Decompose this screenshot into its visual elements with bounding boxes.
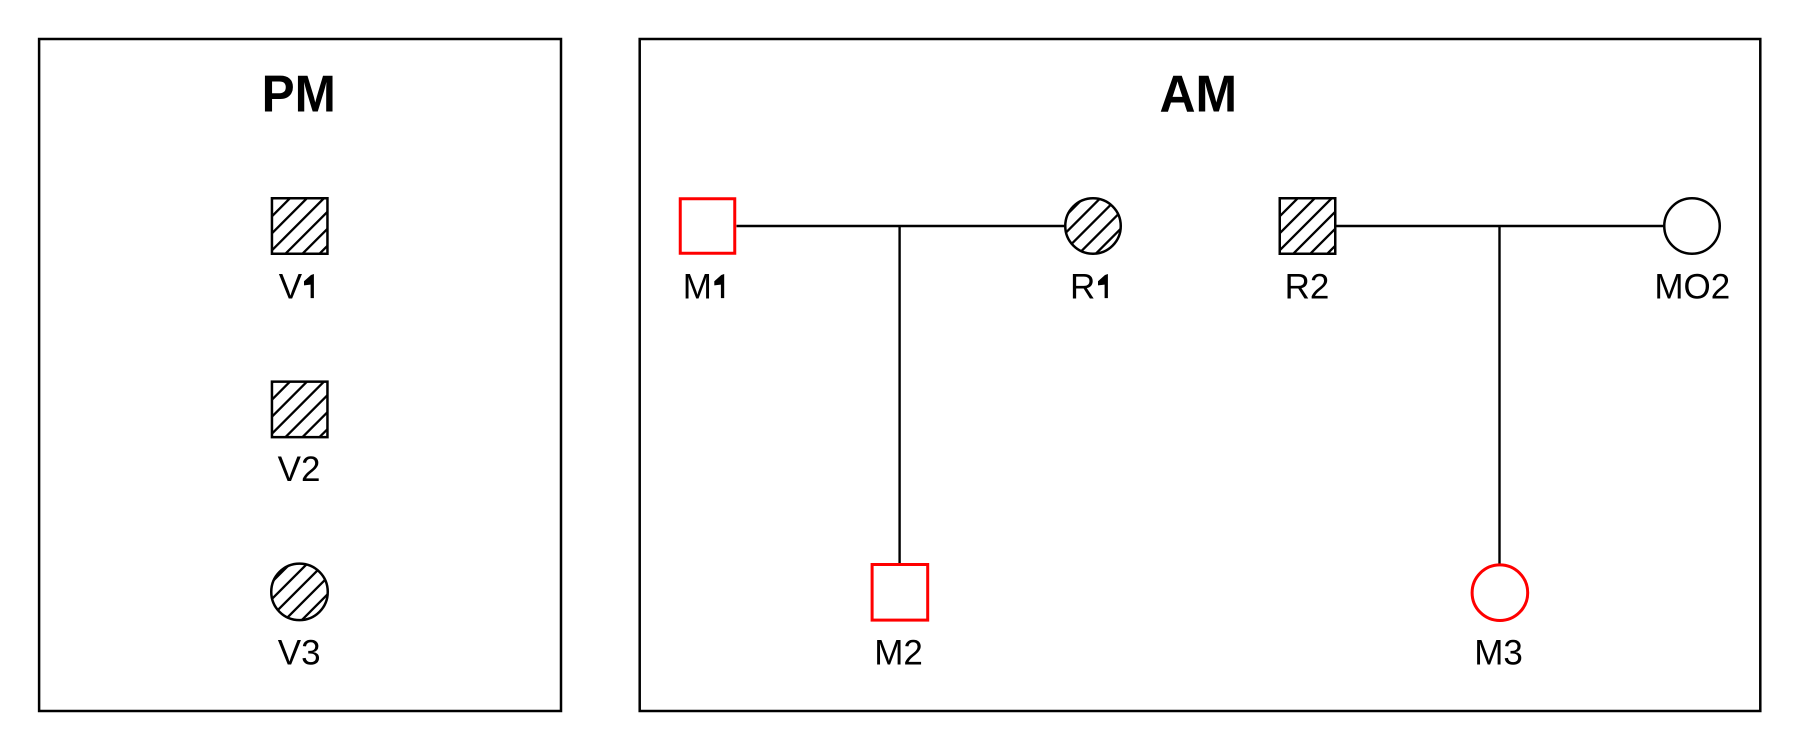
svg-text:M2: M2: [874, 633, 923, 672]
svg-text:V2: V2: [278, 450, 321, 489]
svg-text:R2: R2: [1285, 267, 1330, 306]
svg-text:AM: AM: [1160, 65, 1238, 123]
svg-text:V3: V3: [278, 633, 321, 672]
svg-text:M3: M3: [1474, 633, 1523, 672]
svg-text:M: M: [683, 267, 712, 306]
svg-text:R: R: [1070, 267, 1095, 306]
svg-text:PM: PM: [262, 65, 336, 123]
svg-text:MO2: MO2: [1654, 267, 1730, 306]
svg-text:V: V: [279, 267, 303, 306]
